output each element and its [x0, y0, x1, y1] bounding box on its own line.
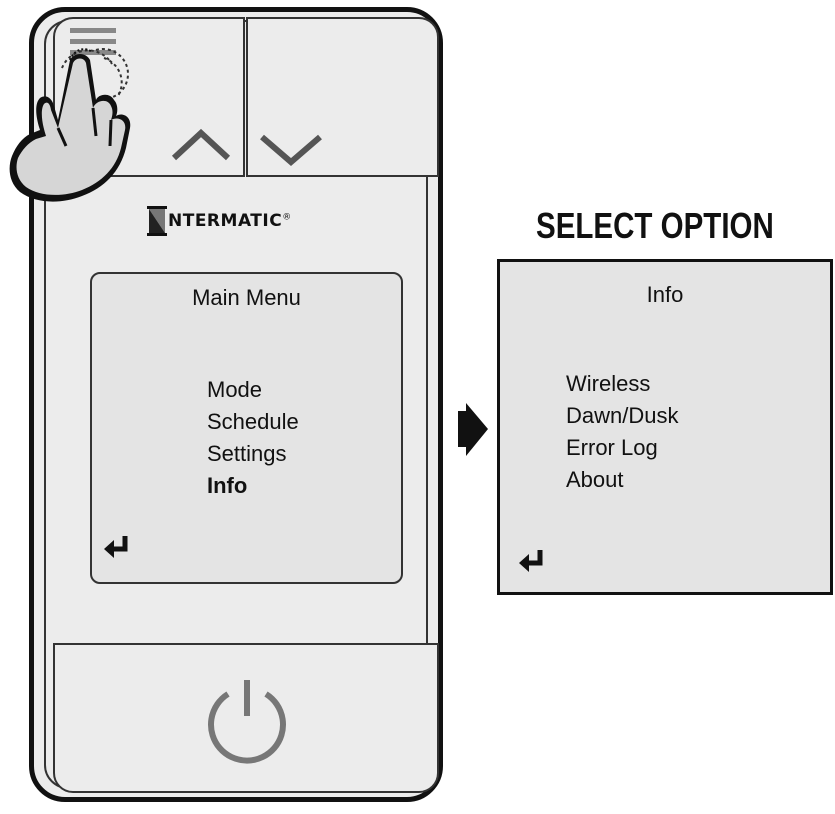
info-screen-title: Info	[646, 282, 684, 307]
menu-item-about[interactable]: About	[566, 467, 624, 492]
intermatic-logo-icon	[147, 206, 167, 236]
main-menu-screen: Main Menu Mode Schedule Settings Info	[90, 272, 403, 584]
power-button[interactable]	[53, 643, 439, 793]
menu-item-info[interactable]: Info	[207, 473, 248, 498]
menu-up-button[interactable]	[53, 17, 245, 177]
main-menu-title: Main Menu	[192, 285, 301, 310]
menu-item-schedule[interactable]: Schedule	[207, 409, 299, 434]
menu-item-dawn-dusk[interactable]: Dawn/Dusk	[566, 403, 679, 428]
down-button[interactable]	[246, 17, 439, 177]
brand-logo: NTERMATIC®	[147, 206, 292, 236]
menu-item-mode[interactable]: Mode	[207, 377, 263, 402]
menu-item-settings[interactable]: Settings	[207, 441, 287, 466]
return-arrow-icon	[519, 550, 543, 572]
menu-item-wireless[interactable]: Wireless	[566, 371, 651, 396]
transition-arrow-icon	[458, 403, 488, 456]
brand-name: NTERMATIC®	[168, 211, 292, 231]
menu-item-error-log[interactable]: Error Log	[566, 435, 658, 460]
brand-registered-mark: ®	[282, 212, 292, 223]
main-menu-list: Mode Schedule Settings Info	[207, 374, 299, 502]
return-arrow-icon	[104, 536, 128, 558]
info-screen: Info Wireless Dawn/Dusk Error Log About	[497, 259, 833, 595]
select-option-heading: SELECT OPTION	[536, 205, 774, 246]
info-menu-list: Wireless Dawn/Dusk Error Log About	[566, 368, 678, 496]
